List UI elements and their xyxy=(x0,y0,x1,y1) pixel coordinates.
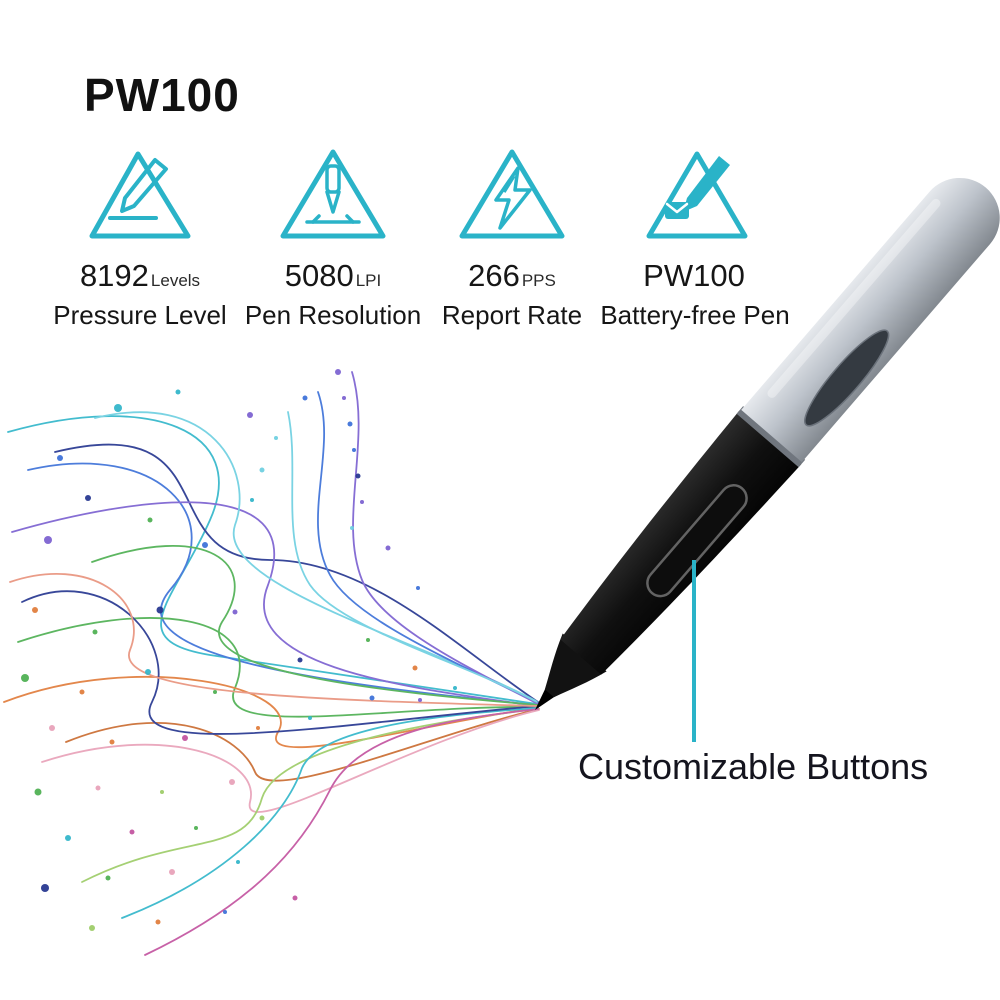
spec-label: Pen Resolution xyxy=(244,300,422,330)
spec-row: 8192 Levels Pressure Level 5080 LPI Pen … xyxy=(46,142,798,331)
spec-value: 5080 LPI xyxy=(284,258,382,293)
spec-pen-resolution: 5080 LPI Pen Resolution xyxy=(234,142,432,331)
pressure-pen-triangle-icon xyxy=(89,151,191,239)
spec-label: Battery-free Pen xyxy=(600,300,790,330)
page-title: PW100 xyxy=(84,69,240,121)
pen-resolution-triangle-icon xyxy=(280,149,386,239)
lightning-triangle-icon xyxy=(459,149,565,239)
spec-value: 266 PPS xyxy=(468,258,556,293)
spec-pressure-level: 8192 Levels Pressure Level xyxy=(46,142,234,331)
pen-grip xyxy=(560,410,802,675)
pen-nib xyxy=(535,685,558,710)
spec-label: Report Rate xyxy=(441,300,583,330)
swirl-dots xyxy=(21,369,457,931)
battery-free-pen-triangle-icon xyxy=(646,151,748,239)
pen-cone xyxy=(544,633,607,698)
pen-seam xyxy=(736,406,806,468)
spec-value: 8192 Levels xyxy=(79,258,201,293)
spec-battery-free-pen: PW100 Battery-free Pen xyxy=(592,142,798,331)
spec-label: Pressure Level xyxy=(53,300,227,330)
customizable-buttons-callout: Customizable Buttons xyxy=(578,746,929,787)
spec-value: PW100 xyxy=(643,258,745,293)
pen-button-rocker[interactable] xyxy=(642,480,752,601)
swirl-lines xyxy=(3,371,540,956)
pen-body-slot xyxy=(804,329,890,427)
spec-report-rate: 266 PPS Report Rate xyxy=(432,142,592,331)
